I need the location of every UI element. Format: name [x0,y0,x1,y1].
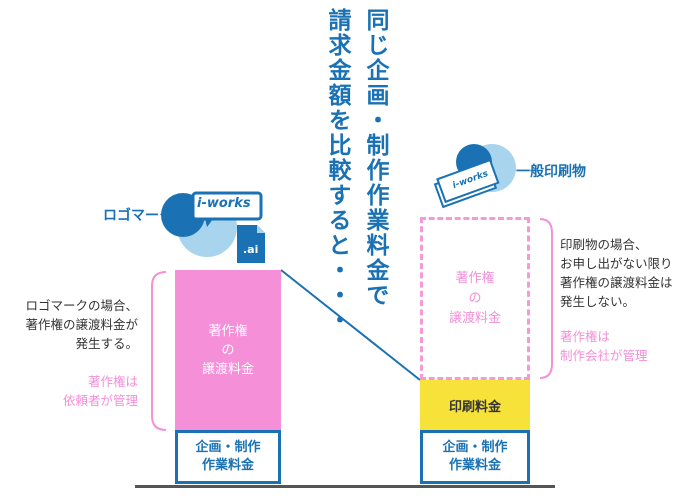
note-line: ロゴマークの場合、 [25,298,138,313]
left-bracket [151,271,167,431]
cost-line: 作業料金 [448,458,501,473]
baseline [135,485,555,488]
fee-line: 譲渡料金 [201,361,254,377]
file-ext: .ai [243,243,259,256]
production-cost-block-left: 企画・制作 作業料金 [175,430,281,484]
fee-line: の [468,290,482,306]
print-item-label: 一般印刷物 [516,164,586,180]
logo-rights-note: 著作権は 依頼者が管理 [0,372,138,410]
printing-fee-block: 印刷料金 [420,380,530,430]
note-line: 著作権は [560,329,611,344]
title-line-1: 同じ企画・制作作業料金で [362,8,388,308]
note-line: 著作権は [87,374,138,389]
logo-brand: i-works [197,196,251,211]
note-line: 制作会社が管理 [560,348,648,363]
ai-file-icon [237,225,265,263]
note-line: 著作権の譲渡料金が [25,317,138,332]
note-line: お申し出がない限り [560,256,673,271]
print-icon-cluster [433,144,516,209]
note-line: 依頼者が管理 [62,393,138,408]
fee-line: 譲渡料金 [448,310,501,326]
right-bracket [539,218,553,379]
title-line-2: 請求金額を比較すると・・・ [324,8,350,333]
comparison-line [280,269,421,381]
copyright-fee-not-charged-block: 著作権 の 譲渡料金 [420,217,530,380]
business-card-icon [433,158,500,209]
note-line: 著作権の譲渡料金は [560,275,673,290]
production-cost-block-right: 企画・制作 作業料金 [420,430,530,484]
logo-mark-label: ロゴマーク [103,208,173,224]
print-rights-note: 著作権は 制作会社が管理 [560,327,700,365]
note-line: 発生しない。 [560,294,636,309]
note-line: 発生する。 [75,336,138,351]
fee-line: 著作権 [208,323,248,339]
cost-line: 作業料金 [201,458,254,473]
logo-icon-cluster [161,191,265,263]
speech-bubble-icon [191,191,263,227]
logo-note: ロゴマークの場合、 著作権の譲渡料金が 発生する。 [0,296,138,353]
fee-line: 著作権 [455,270,495,286]
copyright-transfer-fee-block: 著作権 の 譲渡料金 [175,270,281,430]
cost-line: 企画・制作 [442,440,508,455]
note-line: 印刷物の場合、 [560,237,648,252]
cost-line: 企画・制作 [195,440,261,455]
fee-line: の [221,342,235,358]
print-note: 印刷物の場合、 お申し出がない限り 著作権の譲渡料金は 発生しない。 [560,235,700,311]
